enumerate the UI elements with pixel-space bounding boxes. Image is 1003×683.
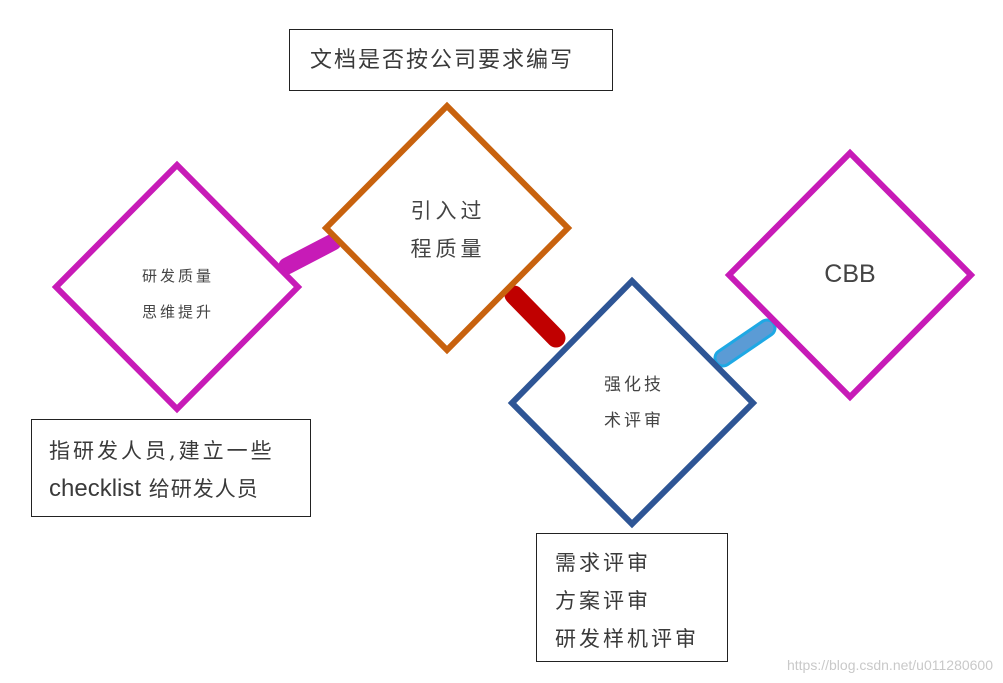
node-process-quality-label: 引入过 程质量 — [380, 192, 516, 268]
node-quality-mindset-diamond — [51, 160, 303, 414]
note-document-requirement: 文档是否按公司要求编写 — [289, 29, 613, 91]
node-label-line: CBB — [824, 260, 876, 288]
node-label-line: 引入过 — [410, 199, 486, 223]
node-quality-mindset-label: 研发质量 思维提升 — [116, 258, 240, 330]
node-label-line: 思维提升 — [141, 303, 214, 321]
note-line: 需求评审 — [555, 551, 651, 575]
node-label-line: 强化技 — [604, 375, 664, 395]
watermark: https://blog.csdn.net/u011280600 — [786, 657, 993, 673]
node-cbb-diamond — [724, 148, 976, 402]
note-review-types: 需求评审 方案评审 研发样机评审 — [536, 533, 728, 662]
connector-quality-to-process — [278, 233, 342, 275]
node-label-line: 术评审 — [604, 411, 664, 431]
note-line: 指研发人员,建立一些 — [49, 439, 275, 463]
node-label-line: 研发质量 — [141, 267, 214, 285]
note-text: 文档是否按公司要求编写 — [310, 48, 575, 73]
node-label-line: 程质量 — [410, 237, 486, 261]
note-cjk-text: 给研发人员 — [141, 477, 259, 501]
note-line: 研发样机评审 — [555, 627, 699, 651]
node-tech-review-label: 强化技 术评审 — [572, 367, 696, 439]
node-cbb-label: CBB — [790, 257, 910, 291]
connector-process-to-review — [504, 285, 566, 348]
note-line: 方案评审 — [555, 589, 651, 613]
note-checklist: 指研发人员,建立一些 checklist 给研发人员 — [31, 419, 311, 517]
node-tech-review-diamond — [507, 276, 758, 529]
note-latin-text: checklist — [49, 475, 142, 502]
connector-review-to-cbb — [716, 321, 774, 365]
node-process-quality-diamond — [321, 101, 573, 355]
note-line: checklist 给研发人员 — [49, 470, 310, 508]
